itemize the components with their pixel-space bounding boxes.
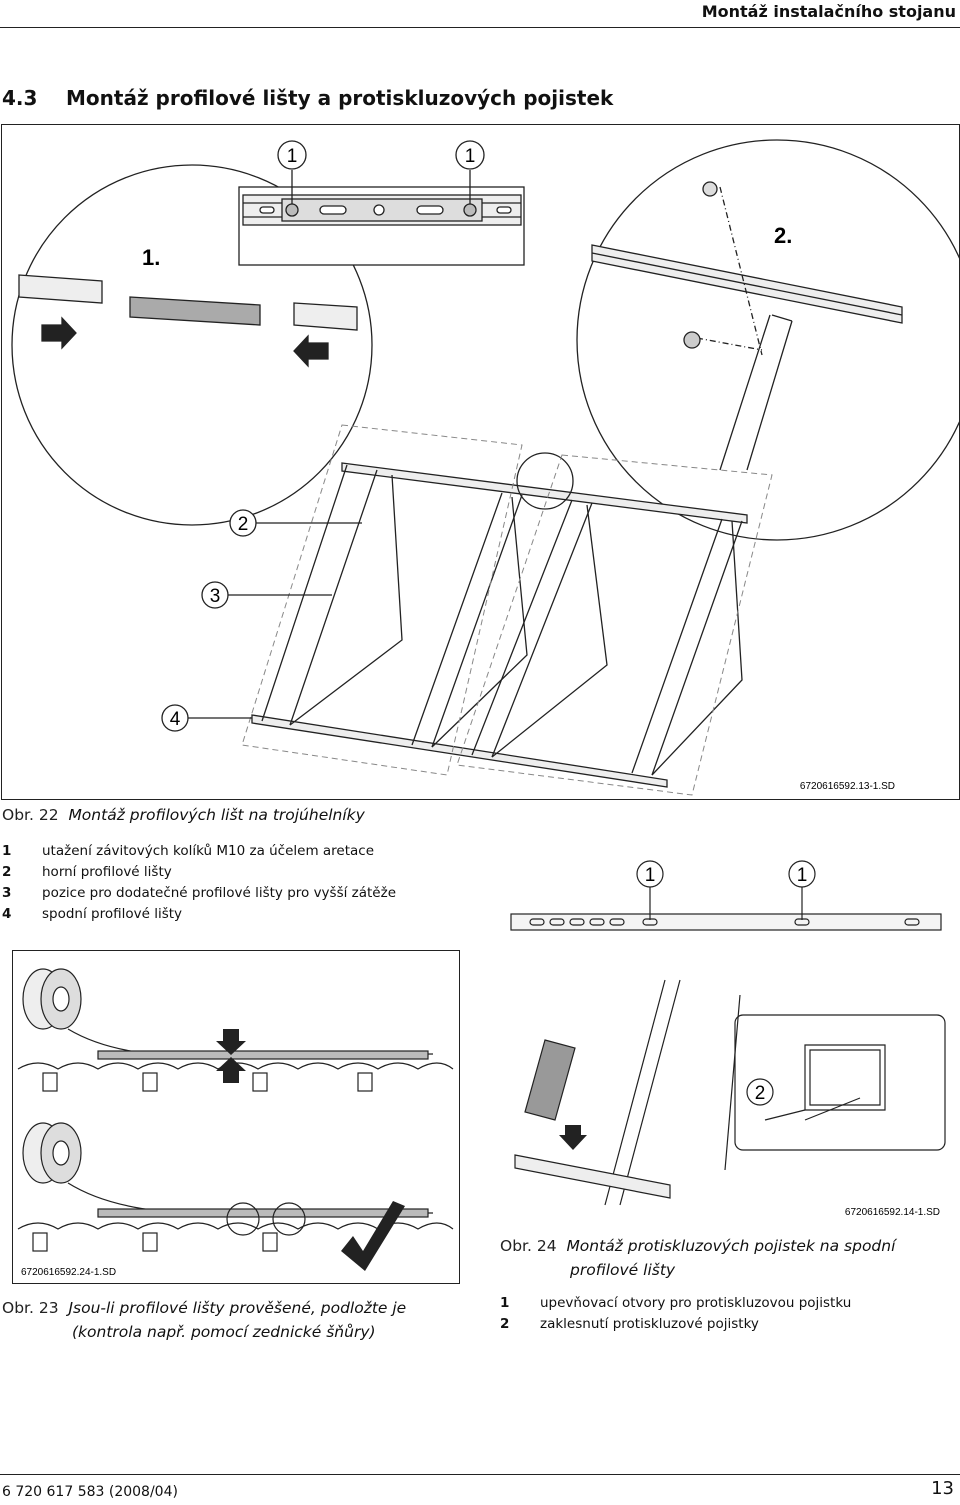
section-title: 4.3 Montáž profilové lišty a protiskluzov…	[2, 86, 613, 110]
running-header: Montáž instalačního stojanu	[701, 2, 956, 21]
fig22-step-2: 2.	[774, 223, 792, 248]
fig24-id: 6720616592.14-1.SD	[845, 1207, 940, 1218]
rail-callout-1a: 1	[645, 865, 656, 886]
fig24-callout-2: 2	[755, 1083, 766, 1104]
fig23-caption-label: Obr. 23	[2, 1299, 59, 1317]
fig22-callout-4: 4	[170, 709, 181, 730]
fig23-caption-line1: Jsou-li profilové lišty prověšené, podlo…	[68, 1299, 407, 1317]
fig22-caption-label: Obr. 22	[2, 806, 59, 824]
fig22-caption-text: Montáž profilových lišt na trojúhelníky	[68, 806, 365, 824]
fig23-id: 6720616592.24-1.SD	[21, 1267, 116, 1278]
figure-22-drawing: 1 1 2 3 4 1. 2. 6720616592.13-1.SD	[11, 139, 960, 796]
footer-rule	[0, 1474, 960, 1475]
fig22-callout-1a: 1	[287, 146, 298, 167]
fig24-caption-line1: Montáž protiskluzových pojistek na spodn…	[566, 1237, 896, 1255]
fig22-step-1: 1.	[142, 245, 160, 270]
figure-24-drawing: 2 6720616592.14-1.SD	[505, 960, 955, 1220]
section-heading: Montáž profilové lišty a protiskluzových…	[66, 86, 614, 110]
figure-23-drawing: 6720616592.24-1.SD	[17, 968, 454, 1278]
page-number: 13	[931, 1478, 954, 1499]
header-rule	[0, 27, 960, 28]
fig22-callout-3: 3	[210, 586, 221, 607]
fig22-caption: Obr. 22 Montáž profilových lišt na trojú…	[2, 806, 365, 824]
figure-23: 6720616592.24-1.SD	[12, 950, 460, 1284]
fig24-caption-line2: profilové lišty	[570, 1261, 676, 1279]
fig24-caption-label: Obr. 24	[500, 1237, 557, 1255]
fig23-caption-line2: (kontrola např. pomocí zednické šňůry)	[72, 1323, 376, 1341]
rail-callout-1b: 1	[797, 865, 808, 886]
fig23-caption: Obr. 23 Jsou-li profilové lišty prověšen…	[2, 1296, 472, 1344]
fig22-callout-1b: 1	[465, 146, 476, 167]
section-number: 4.3	[2, 86, 38, 110]
fig24-caption: Obr. 24 Montáž protiskluzových pojistek …	[500, 1234, 940, 1282]
fig22-id: 6720616592.13-1.SD	[800, 781, 895, 792]
document-number: 6 720 617 583 (2008/04)	[2, 1484, 178, 1500]
figure-22: 1 1 2 3 4 1. 2. 6720616592.13-1.SD	[1, 124, 960, 800]
fig22-callout-2: 2	[238, 514, 249, 535]
rail-detail-drawing: 1 1	[505, 850, 945, 940]
